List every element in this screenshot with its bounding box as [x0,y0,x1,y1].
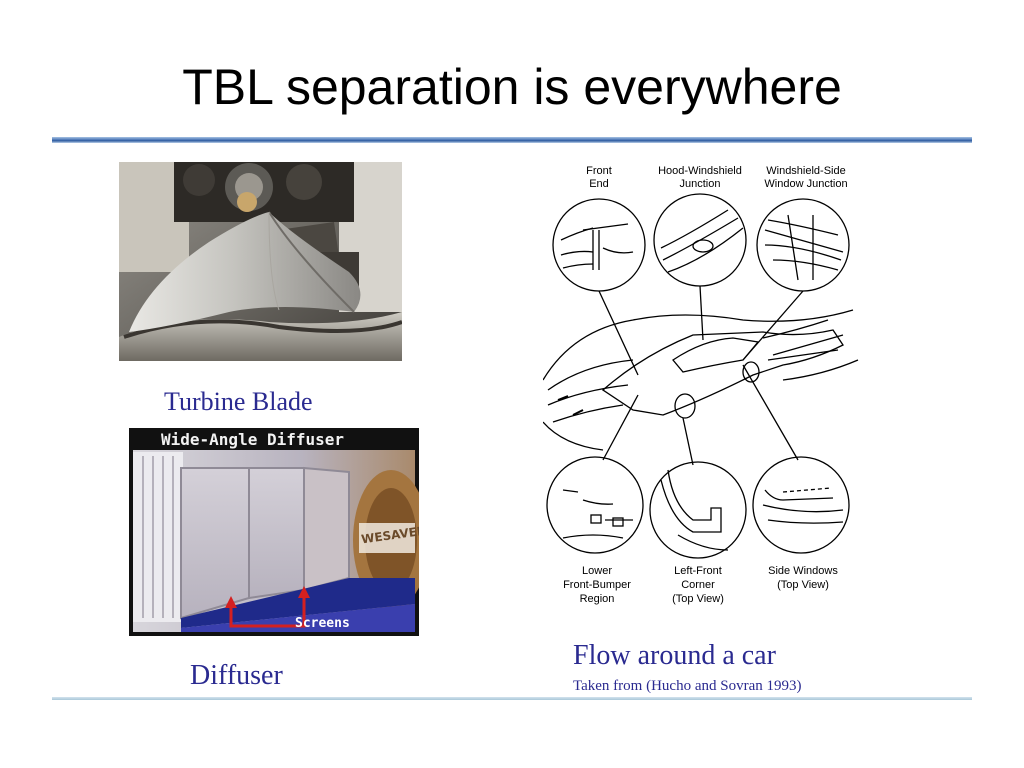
label-side-windows-2: (Top View) [777,579,829,591]
car-flow-figure: Front End Hood-Windshield Junction Winds… [543,160,863,610]
label-front-end-1: Front [586,165,612,177]
label-lower-front-1: Lower [582,565,612,577]
label-left-front-1: Left-Front [674,565,722,577]
car-flow-caption: Flow around a car [573,640,776,671]
car-flow-source: Taken from (Hucho and Sovran 1993) [573,678,802,694]
turbine-blade-caption: Turbine Blade [164,387,313,416]
diffuser-caption: Diffuser [190,660,283,691]
label-side-windows-1: Side Windows [768,565,838,577]
label-windshield-side-1: Windshield-Side [766,165,845,177]
diffuser-screens-label: Screens [295,616,350,631]
label-lower-front-2: Front-Bumper [563,579,631,591]
title-divider [52,137,972,143]
diffuser-photo-title: Wide-Angle Diffuser [161,430,345,449]
label-hood-windshield-2: Junction [680,178,721,190]
detail-circle-side-windows [752,456,850,554]
label-left-front-3: (Top View) [672,593,724,605]
label-lower-front-3: Region [580,593,615,605]
label-left-front-2: Corner [681,579,715,591]
detail-circle-left-front [649,461,747,559]
detail-circle-lower-front [546,456,644,554]
diffuser-photo: Wide-Angle Diffuser Screens WESAVER [129,428,419,636]
turbine-blade-photo [119,162,402,361]
label-hood-windshield-1: Hood-Windshield [658,165,742,177]
label-windshield-side-2: Window Junction [764,178,847,190]
slide-title: TBL separation is everywhere [182,59,842,115]
label-front-end-2: End [589,178,609,190]
footer-divider [52,697,972,700]
